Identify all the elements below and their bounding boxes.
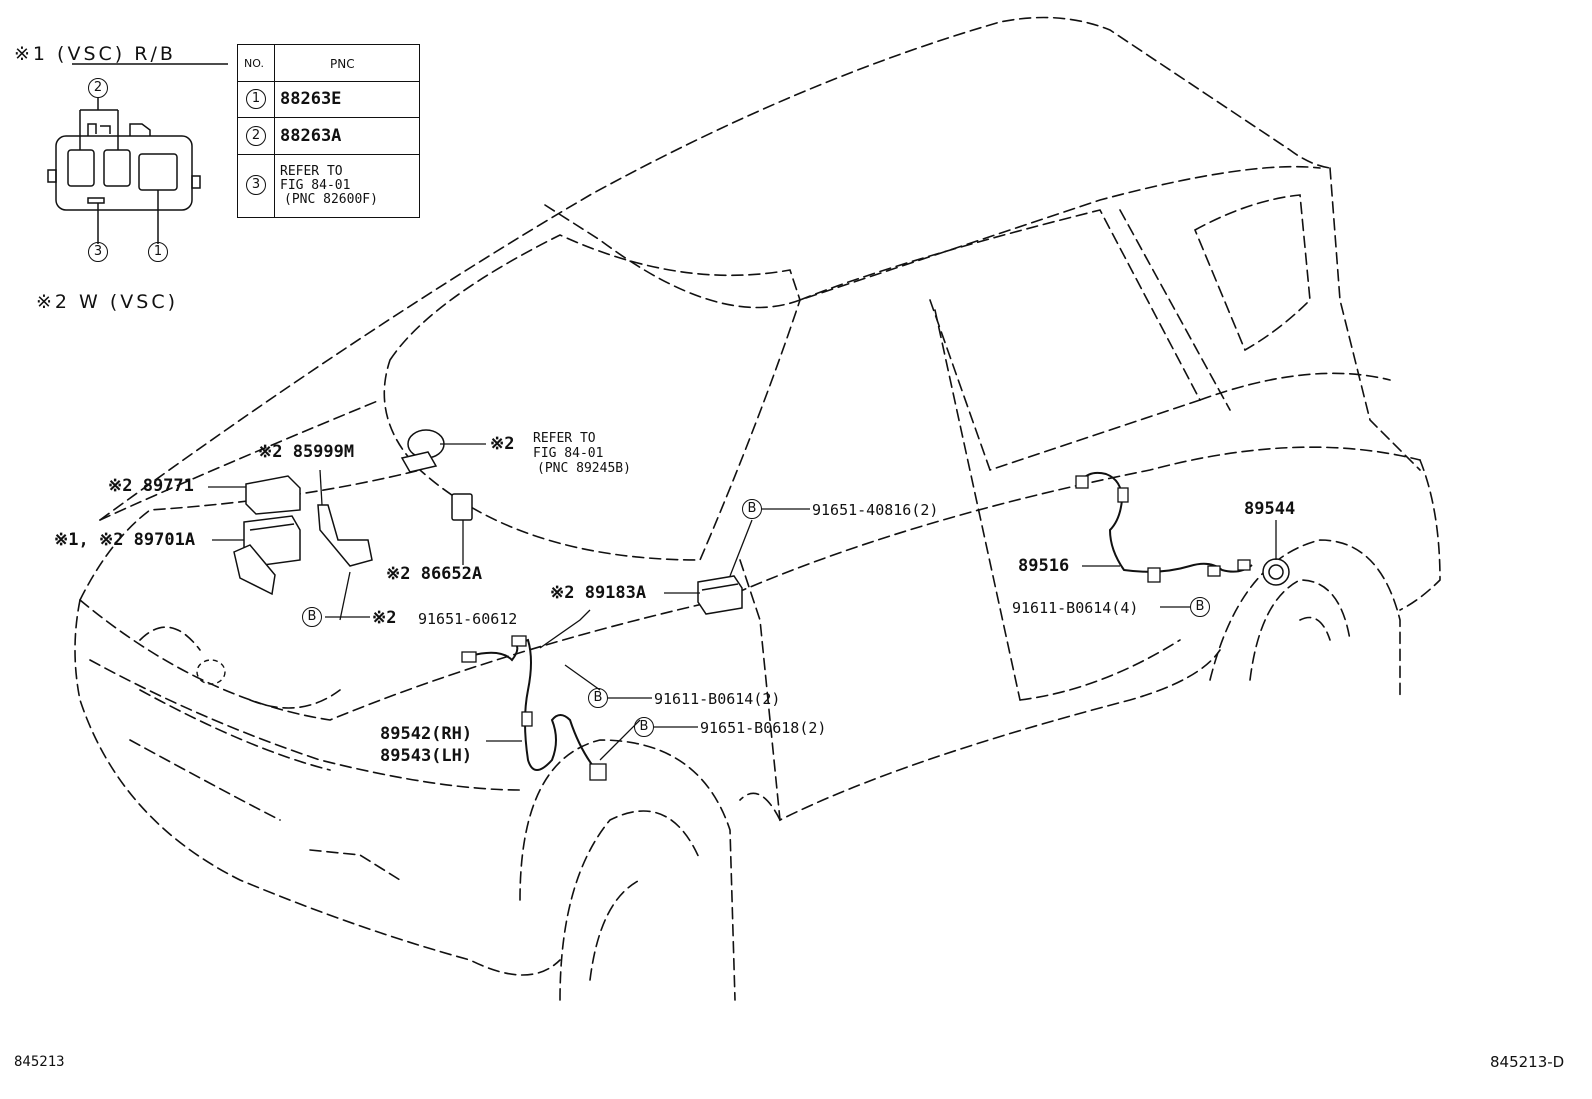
table-row: 1 88263E (238, 81, 419, 118)
header-no: NO. (244, 57, 264, 70)
callout-3: 3 (88, 242, 108, 262)
row-refer-line1: REFER TO (280, 164, 343, 179)
bolt-icon: B (1190, 597, 1210, 617)
bolt-icon: B (634, 717, 654, 737)
refer-mark: ※2 (490, 434, 515, 454)
bolt-icon: B (302, 607, 322, 627)
row-refer-line2: FIG 84-01 (280, 178, 351, 193)
figure-code-right: 845213-D (1490, 1053, 1565, 1071)
label-86652A: ※2 86652A (386, 564, 483, 584)
callout-2: 2 (88, 78, 108, 98)
label-89543-lh: 89543(LH) (380, 746, 473, 766)
table-row: 2 88263A (238, 118, 419, 155)
label-89183A: ※2 89183A (550, 583, 647, 603)
figure-code-left: 845213 (14, 1054, 65, 1070)
header-pnc: PNC (330, 57, 355, 71)
refer-line3: (PNC 89245B) (537, 461, 631, 476)
row-pnc: 88263E (280, 89, 342, 109)
label-91611-B0614-2: 91611-B0614(2) (654, 690, 781, 708)
label-85999M: ※2 85999M (258, 442, 355, 462)
row-no-circle: 2 (246, 126, 266, 146)
label-89542-rh: 89542(RH) (380, 724, 473, 744)
refer-line1: REFER TO (533, 431, 596, 446)
label-89701A: ※1, ※2 89701A (54, 530, 196, 550)
legend-note-vsc-rb: ※1 (VSC) R/B (14, 43, 176, 65)
legend-note-w-vsc: ※2 W (VSC) (36, 291, 179, 313)
pnc-table: NO. PNC 1 88263E 2 88263A 3 REFER TO FIG… (237, 44, 420, 218)
label-91651-60612-prefix: ※2 (372, 608, 397, 628)
bolt-icon: B (588, 688, 608, 708)
table-header: NO. PNC (238, 45, 419, 82)
label-89544: 89544 (1244, 499, 1296, 519)
label-89516: 89516 (1018, 556, 1070, 576)
label-91651-B0618: 91651-B0618(2) (700, 719, 827, 737)
label-91611-B0614-4: 91611-B0614(4) (1012, 599, 1139, 617)
refer-line2: FIG 84-01 (533, 446, 604, 461)
table-row: 3 REFER TO FIG 84-01 (PNC 82600F) (238, 155, 419, 217)
label-91651-40816: 91651-40816(2) (812, 501, 939, 519)
callout-1: 1 (148, 242, 168, 262)
label-91651-60612: 91651-60612 (418, 610, 518, 628)
row-pnc: 88263A (280, 126, 342, 146)
row-no-circle: 1 (246, 89, 266, 109)
label-89771: ※2 89771 (108, 476, 194, 496)
row-refer-line3: (PNC 82600F) (284, 192, 378, 207)
row-no-circle: 3 (246, 175, 266, 195)
bolt-icon: B (742, 499, 762, 519)
table-divider (274, 45, 276, 217)
